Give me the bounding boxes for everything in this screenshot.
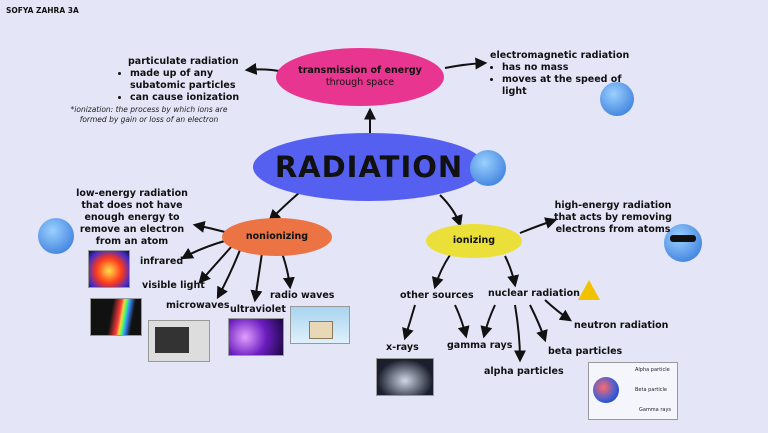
arrow-to-ionizing [439,194,463,228]
xrays-label: x-rays [386,342,419,353]
electromagnetic-heading: electromagnetic radiation [490,50,630,61]
arrow-ultraviolet [250,252,263,303]
transmission-subtitle: through space [325,77,395,88]
arrow-to-ionizing-desc [519,217,558,234]
radiation-title: RADIATION [274,150,464,184]
type-infrared: infrared [140,256,184,267]
type-ultraviolet: ultraviolet [230,304,286,315]
arrow-visible-light [198,245,233,284]
arrow-to-nonionizing [268,191,301,222]
worried-emoji-icon [600,82,634,116]
gamma-rays-label: gamma rays [447,340,513,351]
sunglasses-emoji-icon [664,224,702,262]
ionizing-node: ionizing [426,224,522,258]
nonionizing-node: nonionizing [222,218,332,256]
microwave-window [155,327,189,353]
arrow-neutron [544,299,572,322]
type-microwaves: microwaves [166,300,230,311]
radio-image [290,306,350,344]
radio-body [309,321,333,339]
sunglasses-icon [670,235,696,242]
arrow-gamma-from-nuclear [480,304,496,339]
radiation-node: RADIATION [253,133,485,201]
electromagnetic-bullet: moves at the speed of light [502,74,630,98]
ultraviolet-image [228,318,284,356]
pleading-emoji-icon [38,218,74,254]
xray-hands-image [376,358,434,396]
nonionizing-description: low-energy radiation that does not have … [76,188,188,247]
nonionizing-label: nonionizing [245,231,309,242]
ionization-note: *ionization: the process by which ions a… [70,105,228,124]
type-visible-light: visible light [142,280,205,291]
electromagnetic-bullet: has no mass [502,62,630,74]
arrow-radio-waves [281,252,295,290]
particulate-bullet: can cause ionization [130,92,246,104]
beta-particles-label: beta particles [548,346,623,357]
neutron-radiation-label: neutron radiation [574,320,669,331]
arrow-gamma-from-other [454,304,470,339]
prism-image [90,298,142,336]
radioactive-warning-icon [578,280,600,300]
microwave-image [148,320,210,362]
shocked-emoji-icon [470,150,506,186]
atom-nucleus-icon [593,377,619,403]
arrow-xrays [402,304,416,341]
legend-beta: Beta particle [635,387,667,393]
ionizing-label: ionizing [452,235,496,246]
particulate-block: particulate radiation made up of any sub… [118,56,246,104]
arrow-microwaves [216,249,241,300]
arrow-to-nonionizing-desc [192,220,226,233]
ionizing-description: high-energy radiation that acts by remov… [554,200,672,235]
other-sources-label: other sources [400,290,474,301]
arrow-alpha [513,304,526,363]
arrow-nuclear [504,255,519,288]
transmission-title: transmission of energy [298,65,422,76]
alpha-particles-label: alpha particles [484,366,564,377]
legend-gamma: Gamma rays [639,407,672,413]
electromagnetic-block: electromagnetic radiation has no mass mo… [490,50,630,98]
transmission-node: transmission of energy through space [276,48,444,106]
arrow-to-electromagnetic [444,57,488,70]
particles-legend-image: Alpha particle Beta particle Gamma rays [588,362,678,420]
infrared-hand-image [88,250,130,288]
nuclear-radiation-label: nuclear radiation [488,288,580,299]
arrow-beta [529,304,548,343]
author-label: SOFYA ZAHRA 3A [6,6,79,15]
legend-alpha: Alpha particle [635,367,670,373]
particulate-heading: particulate radiation [128,56,239,67]
type-radio-waves: radio waves [270,290,335,301]
arrow-other-sources [431,254,451,290]
particulate-bullet: made up of any subatomic particles [130,68,246,92]
